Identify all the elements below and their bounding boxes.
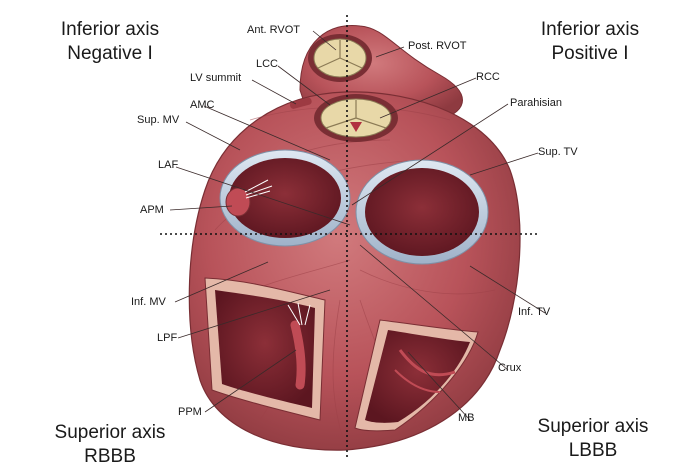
label-sup-tv: Sup. TV (538, 146, 578, 158)
quadrant-top-left-line1: Inferior axis (60, 19, 160, 40)
mitral-annulus (219, 149, 351, 247)
lv-summit-vessel (289, 97, 312, 109)
aortic-valve (314, 94, 398, 142)
quadrant-bottom-left-line1: Superior axis (54, 422, 166, 443)
label-ant-rvot: Ant. RVOT (247, 24, 300, 36)
quadrant-bottom-right-line2: LBBB (568, 440, 618, 461)
quadrant-bottom-right-line1: Superior axis (537, 416, 649, 437)
label-post-rvot: Post. RVOT (408, 40, 467, 52)
quadrant-top-right: Inferior axis Positive I (520, 18, 660, 66)
rv-cut-window (354, 319, 479, 432)
ant-rvot-valve (308, 34, 372, 82)
label-ppm: PPM (178, 406, 202, 418)
quadrant-top-left: Inferior axis Negative I (40, 18, 180, 66)
label-amc: AMC (190, 99, 215, 111)
quadrant-top-left-line2: Negative I (67, 43, 153, 64)
label-rcc: RCC (476, 71, 500, 83)
quadrant-top-right-line1: Inferior axis (540, 19, 640, 40)
label-inf-tv: Inf. TV (518, 306, 551, 318)
quadrant-top-right-line2: Positive I (551, 43, 629, 64)
label-mb: MB (458, 412, 475, 424)
label-inf-mv: Inf. MV (131, 296, 166, 308)
label-lcc: LCC (256, 58, 279, 70)
label-sup-mv: Sup. MV (137, 114, 180, 126)
label-parahisian: Parahisian (510, 97, 562, 109)
label-apm: APM (140, 204, 164, 216)
label-lpf: LPF (157, 332, 178, 344)
quadrant-bottom-left: Superior axis RBBB (40, 421, 180, 469)
lv-cut-window (204, 277, 326, 421)
quadrant-bottom-right: Superior axis LBBB (518, 415, 668, 463)
quadrant-bottom-left-line2: RBBB (84, 446, 136, 467)
leader-lines (169, 30, 546, 421)
label-lv-summit: LV summit (190, 72, 242, 84)
label-crux: Crux (498, 362, 522, 374)
tricuspid-annulus (355, 159, 489, 265)
label-laf: LAF (158, 159, 179, 171)
